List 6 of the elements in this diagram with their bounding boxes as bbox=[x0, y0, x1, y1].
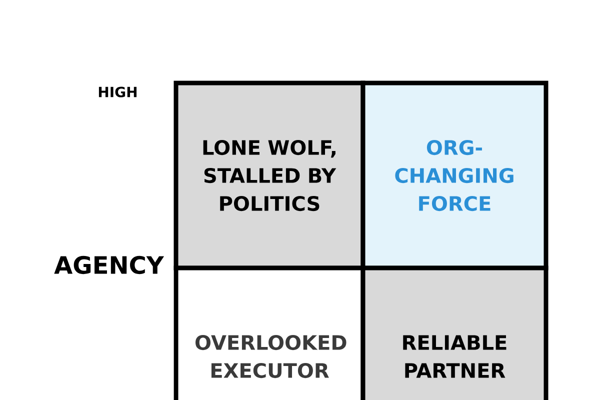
quadrant-cell: ORG-CHANGING FORCE bbox=[360, 80, 548, 270]
quadrant-cell: LONE WOLF, STALLED BY POLITICS bbox=[174, 80, 366, 270]
quadrant-cell: RELIABLE PARTNER bbox=[360, 266, 548, 400]
axis-title: AGENCY bbox=[54, 256, 164, 274]
axis-tick-label: HIGH bbox=[98, 86, 137, 98]
quadrant-cell: OVERLOOKED EXECUTOR bbox=[174, 266, 366, 400]
